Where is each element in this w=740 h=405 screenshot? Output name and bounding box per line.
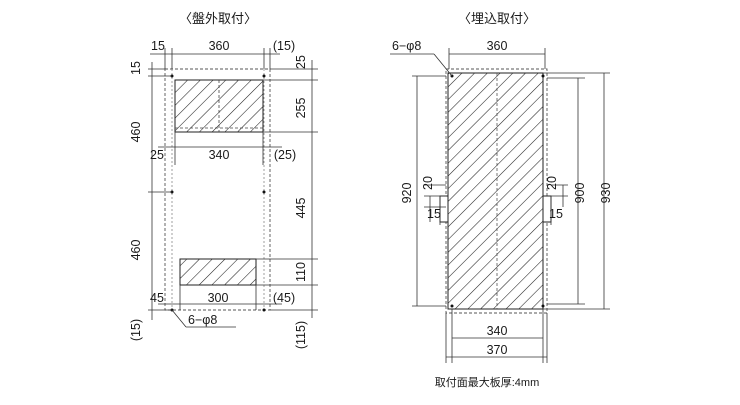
flush-left-dim-lines — [412, 75, 446, 307]
hole-callout: 6−φ8 — [188, 313, 217, 327]
dim-mid-25-ref: (25) — [274, 148, 296, 162]
dim-left-460-upper: 460 — [129, 122, 143, 143]
dim-right-255: 255 — [294, 98, 308, 119]
dim-left-460-lower: 460 — [129, 240, 143, 261]
dim-top-15: 15 — [151, 39, 165, 53]
panel-outline — [164, 68, 271, 311]
flange-outline — [445, 68, 548, 314]
flush-dim-right-900: 900 — [573, 183, 587, 204]
external-mount-drawing: 〈盤外取付〉 15 360 (15) — [129, 11, 318, 349]
dim-left-15: 15 — [129, 61, 143, 75]
flush-right-dim-lines — [543, 72, 610, 310]
panel-cutout — [447, 72, 544, 310]
flush-top-dim-lines — [448, 48, 546, 69]
dim-top-360: 360 — [209, 39, 230, 53]
flush-dim-bottom-370: 370 — [487, 343, 508, 357]
dim-right-445: 445 — [294, 198, 308, 219]
right-dim-lines — [256, 60, 318, 318]
flush-dim-top-360: 360 — [487, 39, 508, 53]
left-dim-lines — [148, 62, 172, 320]
flush-mount-title: 〈埋込取付〉 — [458, 11, 536, 26]
hole-leader — [171, 309, 187, 328]
dim-bottom-45: 45 — [150, 291, 164, 305]
dim-right-110: 110 — [294, 262, 308, 282]
dim-bottom-300: 300 — [208, 291, 229, 305]
flush-hole-leader — [433, 53, 453, 77]
dim-right-115-ref: (115) — [294, 321, 308, 349]
flush-dim-right-20: 20 — [545, 176, 559, 190]
dim-right-25: 25 — [294, 55, 308, 69]
dim-top-15-ref: (15) — [273, 39, 295, 53]
flush-dim-left-20: 20 — [421, 176, 435, 190]
top-dim-lines — [150, 48, 280, 69]
external-mount-title: 〈盤外取付〉 — [179, 11, 257, 26]
bottom-dim-lines — [158, 285, 282, 310]
lower-cutout — [179, 258, 257, 286]
dim-bottom-45-ref: (45) — [273, 291, 295, 305]
dim-mid-25: 25 — [150, 148, 164, 162]
flush-dim-right-930: 930 — [599, 183, 613, 204]
flush-mount-drawing: 〈埋込取付〉 360 6−φ8 — [390, 11, 613, 389]
dim-left-15-ref: (15) — [129, 319, 143, 341]
mid-dim-lines — [158, 132, 282, 165]
dim-mid-340: 340 — [209, 148, 230, 162]
panel-thickness-note: 取付面最大板厚:4mm — [435, 375, 540, 389]
flush-dim-left-15: 15 — [427, 207, 441, 221]
flush-bottom-dim-lines — [445, 309, 548, 363]
flush-dim-right-15: 15 — [549, 207, 563, 221]
flush-dim-left-920: 920 — [400, 183, 414, 204]
flush-dim-bottom-340: 340 — [487, 324, 508, 338]
flush-hole-callout: 6−φ8 — [392, 39, 421, 53]
